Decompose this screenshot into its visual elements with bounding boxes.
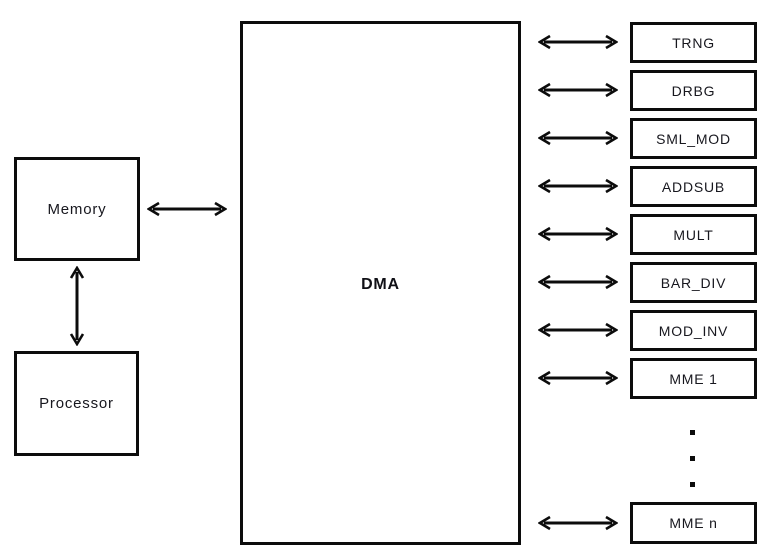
peripheral-box-addsub: ADDSUB xyxy=(630,166,757,207)
dma-mult-double-arrow-icon xyxy=(538,226,618,242)
dma-bar-div-double-arrow-icon xyxy=(538,274,618,290)
peripheral-label: DRBG xyxy=(671,82,716,99)
peripheral-label: ADDSUB xyxy=(661,178,726,195)
processor-label: Processor xyxy=(39,395,114,412)
dma-trng-double-arrow-icon xyxy=(538,34,618,50)
vertical-ellipsis-icon xyxy=(690,430,695,487)
peripheral-box-trng: TRNG xyxy=(630,22,757,63)
peripheral-box-mme-1: MME 1 xyxy=(630,358,757,399)
ellipsis-dot xyxy=(690,430,695,435)
peripheral-box-mult: MULT xyxy=(630,214,757,255)
peripheral-label: TRNG xyxy=(672,34,715,51)
ellipsis-dot xyxy=(690,456,695,461)
peripheral-label: MME 1 xyxy=(669,370,718,387)
memory-label: Memory xyxy=(47,200,107,218)
peripheral-box-drbg: DRBG xyxy=(630,70,757,111)
peripheral-box-bar-div: BAR_DIV xyxy=(630,262,757,303)
peripheral-box-mod-inv: MOD_INV xyxy=(630,310,757,351)
dma-label: DMA xyxy=(361,276,400,293)
peripheral-label: BAR_DIV xyxy=(660,274,727,291)
memory-processor-double-arrow-icon xyxy=(69,266,85,346)
dma-mme-n-double-arrow-icon xyxy=(538,515,618,531)
processor-box: Processor xyxy=(14,351,139,456)
peripheral-label: SML_MOD xyxy=(656,130,731,147)
peripheral-label: MULT xyxy=(673,226,714,243)
dma-drbg-double-arrow-icon xyxy=(538,82,618,98)
memory-dma-double-arrow-icon xyxy=(147,201,227,217)
memory-box: Memory xyxy=(14,157,140,261)
dma-mod-inv-double-arrow-icon xyxy=(538,322,618,338)
dma-box: DMA xyxy=(240,21,521,545)
dma-addsub-double-arrow-icon xyxy=(538,178,618,194)
dma-sml-mod-double-arrow-icon xyxy=(538,130,618,146)
dma-mme-1-double-arrow-icon xyxy=(538,370,618,386)
peripheral-box-sml-mod: SML_MOD xyxy=(630,118,757,159)
ellipsis-dot xyxy=(690,482,695,487)
peripheral-label: MOD_INV xyxy=(658,322,729,339)
peripheral-box-mme-n: MME n xyxy=(630,502,757,544)
peripheral-label: MME n xyxy=(669,515,718,531)
